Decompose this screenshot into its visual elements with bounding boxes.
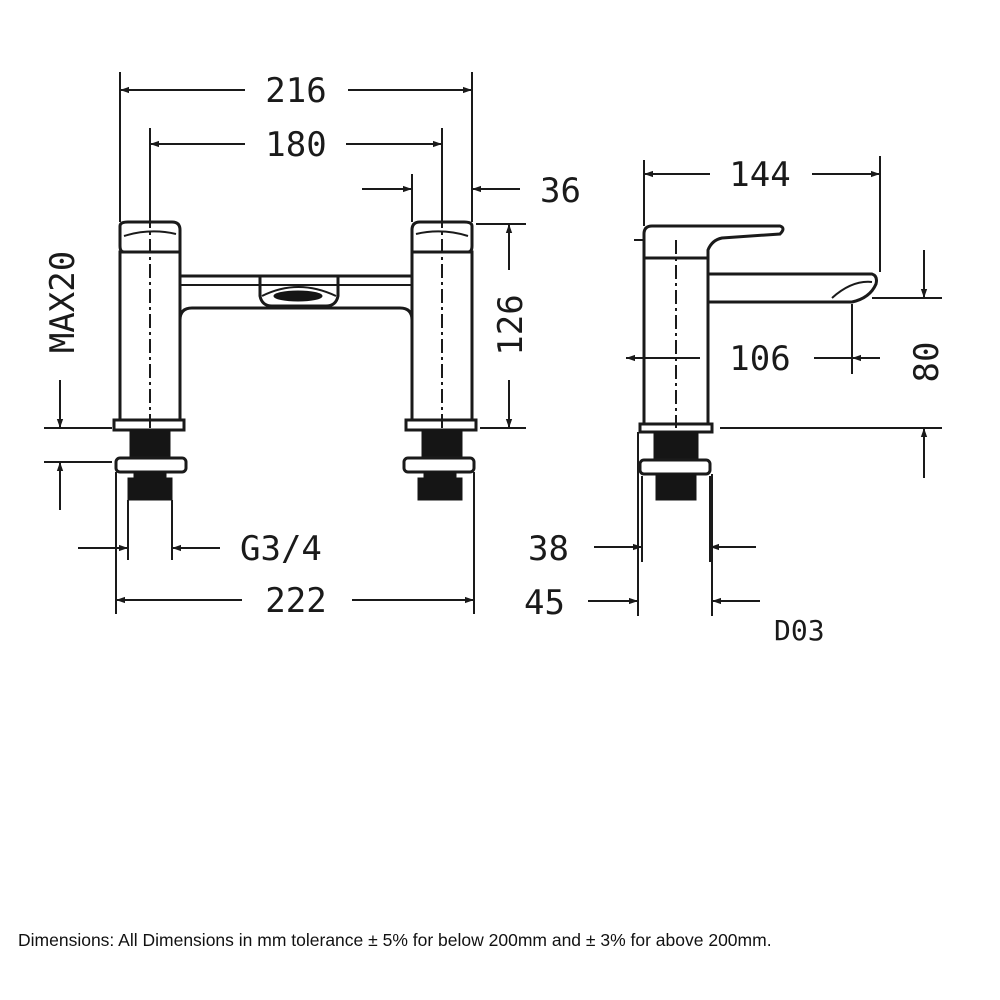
left-handle [118,220,182,254]
side-dimensions: 144 106 80 38 45 D03 [524,155,947,647]
dim-spout-height: 80 [907,342,947,383]
dim-thread: G3/4 [240,529,322,569]
side-spout [708,272,878,304]
dim-base-span: 222 [265,581,326,621]
dim-body-height: 126 [491,294,531,355]
dimensions-footnote: Dimensions: All Dimensions in mm toleran… [18,930,772,950]
dim-projection: 144 [729,155,790,195]
dim-base-diameter: 45 [524,583,565,623]
dim-overall-width: 216 [265,71,326,111]
side-view [634,224,878,501]
dim-spout-reach: 106 [729,339,790,379]
technical-drawing: 216 180 36 126 MAX20 G3/4 222 [43,71,947,647]
bridge [178,262,414,278]
dim-inlet-centres: 180 [265,125,326,165]
drawing-code: D03 [774,614,825,647]
dim-deck-thickness: MAX20 [43,251,83,353]
side-lever [642,224,785,260]
dim-shank-diameter: 38 [528,529,569,569]
spout-outlet [258,276,340,308]
front-dimensions: 216 180 36 126 MAX20 G3/4 222 [43,71,581,621]
front-view [112,214,478,501]
dim-handle-offset: 36 [540,171,581,211]
